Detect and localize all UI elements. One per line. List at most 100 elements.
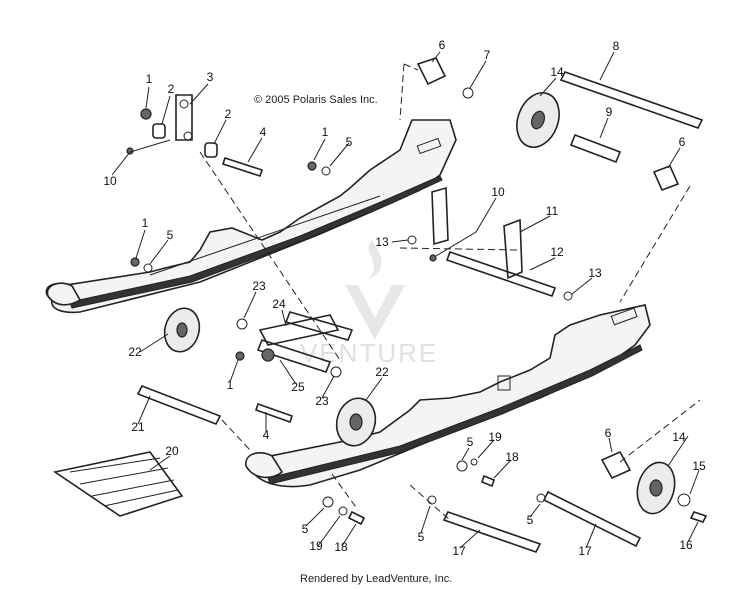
bolt-part-18a: [481, 474, 495, 488]
nut-part-1c: [130, 257, 140, 267]
callout-labels: 1 2 3 2 4 10 1 5 6 7 8 14 9 6 1 5 13 10 …: [103, 38, 706, 558]
washer-part-5c: [456, 460, 468, 472]
callout-19: 19: [309, 539, 323, 553]
callout-22: 22: [375, 365, 389, 379]
callout-16: 16: [679, 538, 693, 552]
lower-rail: [245, 304, 651, 488]
bushing-part-2b: [204, 142, 218, 158]
callout-4: 4: [260, 125, 267, 139]
bolt-part-18b: [347, 510, 366, 526]
callout-1: 1: [227, 378, 234, 392]
callout-5: 5: [467, 435, 474, 449]
footer-text: Rendered by LeadVenture, Inc.: [300, 573, 452, 585]
callout-17: 17: [578, 544, 592, 558]
callout-5: 5: [302, 522, 309, 536]
pivot-arm-part-24: [256, 311, 354, 373]
washer-part-7: [462, 87, 474, 99]
washer-part-23a: [236, 318, 248, 330]
assembly-lines: [199, 63, 701, 521]
callout-1: 1: [142, 216, 149, 230]
callout-9: 9: [606, 105, 613, 119]
bolt-part-4b: [254, 402, 294, 424]
nut-part-1b: [307, 161, 317, 171]
callout-14: 14: [550, 65, 564, 79]
bracket-part-11a: [431, 186, 449, 246]
bolt-part-16: [689, 511, 708, 523]
callout-12: 12: [550, 245, 564, 259]
callout-17: 17: [452, 544, 466, 558]
callout-18: 18: [505, 450, 519, 464]
callout-13: 13: [588, 266, 602, 280]
idler-wheel-part-22a: [163, 307, 201, 353]
shaft-part-8: [559, 71, 704, 129]
callout-3: 3: [207, 70, 214, 84]
callout-1: 1: [146, 72, 153, 86]
callout-23: 23: [315, 394, 329, 408]
shaft-part-12: [445, 250, 557, 298]
callout-10: 10: [103, 174, 117, 188]
bracket-part-11b: [503, 218, 523, 280]
callout-23: 23: [252, 279, 266, 293]
slider-part-6a: [416, 57, 447, 86]
link-plate-part-3: [175, 94, 193, 141]
idler-wheel-part-14a: [516, 92, 560, 148]
callout-5: 5: [167, 228, 174, 242]
nut-part-19a: [470, 458, 478, 466]
callout-2: 2: [225, 107, 232, 121]
lower-rail-tip: [245, 452, 284, 479]
copyright-text: © 2005 Polaris Sales Inc.: [254, 94, 378, 106]
callout-5: 5: [527, 513, 534, 527]
bolt-part-4a: [221, 156, 264, 178]
callout-4: 4: [263, 428, 270, 442]
callout-18: 18: [334, 540, 348, 554]
callout-7: 7: [484, 48, 491, 62]
fitting-part-10b: [429, 254, 437, 262]
callout-6: 6: [439, 38, 446, 52]
washer-part-5d: [322, 496, 334, 508]
spacer-part-9: [569, 133, 622, 164]
washer-part-5f: [536, 493, 546, 503]
nut-part-1d: [235, 351, 245, 361]
callout-25: 25: [291, 380, 305, 394]
callout-15: 15: [692, 459, 706, 473]
callout-10: 10: [491, 185, 505, 199]
watermark-logo: [345, 240, 405, 340]
slider-part-6c: [600, 450, 632, 480]
shaft-part-17b: [542, 490, 642, 548]
callout-13: 13: [375, 235, 389, 249]
callout-8: 8: [613, 39, 620, 53]
idler-wheel-part-14b: [636, 461, 676, 515]
washer-part-5e: [427, 495, 437, 505]
washer-part-13a: [407, 235, 417, 245]
slide-plate-part-20: [52, 451, 184, 517]
callout-1: 1: [322, 125, 329, 139]
watermark-text: VENTURE: [300, 338, 438, 368]
shaft-part-17a: [442, 511, 542, 553]
callout-6: 6: [605, 426, 612, 440]
washer-part-13b: [563, 291, 573, 301]
upper-rail-tip: [46, 282, 82, 306]
leader-lines: [111, 51, 700, 549]
washer-part-5a: [321, 166, 331, 176]
callout-22: 22: [128, 345, 142, 359]
slider-part-6b: [652, 164, 680, 192]
callout-11: 11: [546, 204, 559, 218]
bushing-part-2a: [152, 123, 166, 139]
washer-part-15: [677, 493, 691, 507]
nut-part-19b: [338, 506, 348, 516]
callout-20: 20: [165, 444, 179, 458]
callout-5: 5: [346, 135, 353, 149]
idler-wheel-part-22b: [335, 397, 377, 447]
callout-5: 5: [418, 530, 425, 544]
upper-rail: [45, 119, 457, 314]
callout-19: 19: [488, 430, 502, 444]
washer-part-23b: [330, 366, 342, 378]
callout-2: 2: [168, 82, 175, 96]
nut-part-1a: [140, 108, 152, 120]
callout-21: 21: [131, 420, 145, 434]
callout-24: 24: [272, 297, 286, 311]
shaft-part-21: [136, 384, 222, 426]
callout-6: 6: [679, 135, 686, 149]
washer-part-5b: [143, 263, 153, 273]
